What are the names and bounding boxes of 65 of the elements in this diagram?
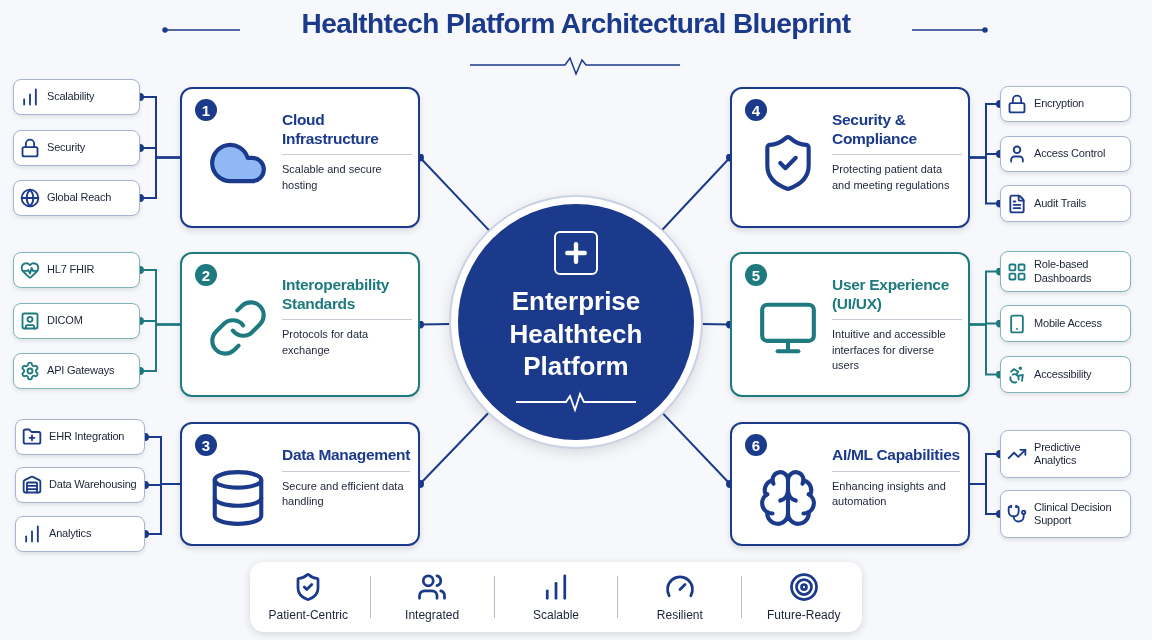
feature-chip [13, 79, 140, 115]
number-badge: 4 [745, 99, 767, 121]
feature-label: Clinical Decision Support [1034, 500, 1113, 528]
component-card [180, 422, 420, 546]
diagram-title: Healthtech Platform Architectural Blueprint [301, 8, 851, 40]
feature-label: Security [47, 141, 86, 155]
feature-label: Audit Trails [1034, 196, 1086, 211]
component-card [730, 422, 970, 546]
feature-chip [1000, 490, 1131, 538]
feature-label: DICOM [47, 314, 83, 328]
feature-chip [13, 303, 140, 339]
feature-chip [1000, 251, 1131, 292]
feature-chip [13, 180, 140, 216]
feature-chip [15, 516, 145, 552]
feature-label: Access Control [1034, 147, 1106, 161]
card-heading: Interoperability Standards [282, 276, 412, 321]
feature-label: Predictive Analytics [1034, 440, 1082, 468]
feature-chip [13, 353, 140, 389]
number-badge: 6 [745, 434, 767, 456]
value-label: Patient-Centric [268, 608, 348, 622]
feature-chip [1000, 430, 1131, 478]
feature-chip [1000, 185, 1131, 222]
feature-label: Analytics [49, 527, 92, 541]
card-description: Secure and efficient data handling [282, 478, 405, 509]
component-card [730, 252, 970, 397]
feature-label: Encryption [1034, 97, 1084, 111]
feature-label: Accessibility [1034, 367, 1092, 382]
card-heading: AI/ML Capabilities [832, 446, 960, 472]
feature-chip [1000, 305, 1131, 342]
card-heading: Security & Compliance [832, 111, 962, 156]
feature-label: EHR Integration [49, 430, 125, 444]
feature-chip [1000, 356, 1131, 393]
feature-label: Data Warehousing [49, 478, 137, 492]
card-heading: Data Management [282, 446, 411, 472]
number-badge: 2 [195, 264, 217, 286]
feature-label: Global Reach [47, 191, 112, 205]
card-heading: User Experience (UI/UX) [832, 276, 962, 321]
feature-chip [13, 130, 140, 166]
feature-chip [1000, 86, 1131, 122]
feature-chip [1000, 136, 1131, 172]
value-label: Integrated [405, 608, 460, 622]
component-card [180, 87, 420, 228]
feature-chip [15, 419, 145, 455]
hub-title: Enterprise Healthtech Platform [508, 285, 644, 383]
value-label: Future-Ready [767, 608, 841, 622]
number-badge: 5 [745, 264, 767, 286]
card-heading: Cloud Infrastructure [282, 111, 412, 156]
component-card [730, 87, 970, 228]
value-label: Resilient [656, 608, 703, 622]
card-description: Protocols for data exchange [282, 327, 370, 358]
value-label: Scalable [532, 608, 579, 622]
feature-label: API Gateways [47, 364, 115, 378]
feature-label: HL7 FHIR [47, 263, 95, 277]
card-description: Enhancing insights and automation [832, 478, 947, 509]
card-description: Intuitive and accessible interfaces for diverse users [832, 327, 947, 373]
card-description: Scalable and secure hosting [282, 162, 383, 193]
feature-label: Mobile Access [1034, 316, 1102, 331]
number-badge: 1 [195, 99, 217, 121]
feature-label: Role-based Dashboards [1034, 258, 1093, 285]
feature-chip [13, 252, 140, 288]
component-card [180, 252, 420, 397]
number-badge: 3 [195, 434, 217, 456]
feature-label: Scalability [47, 90, 95, 104]
card-description: Protecting patient data and meeting regulations [832, 162, 951, 193]
feature-chip [15, 467, 145, 503]
